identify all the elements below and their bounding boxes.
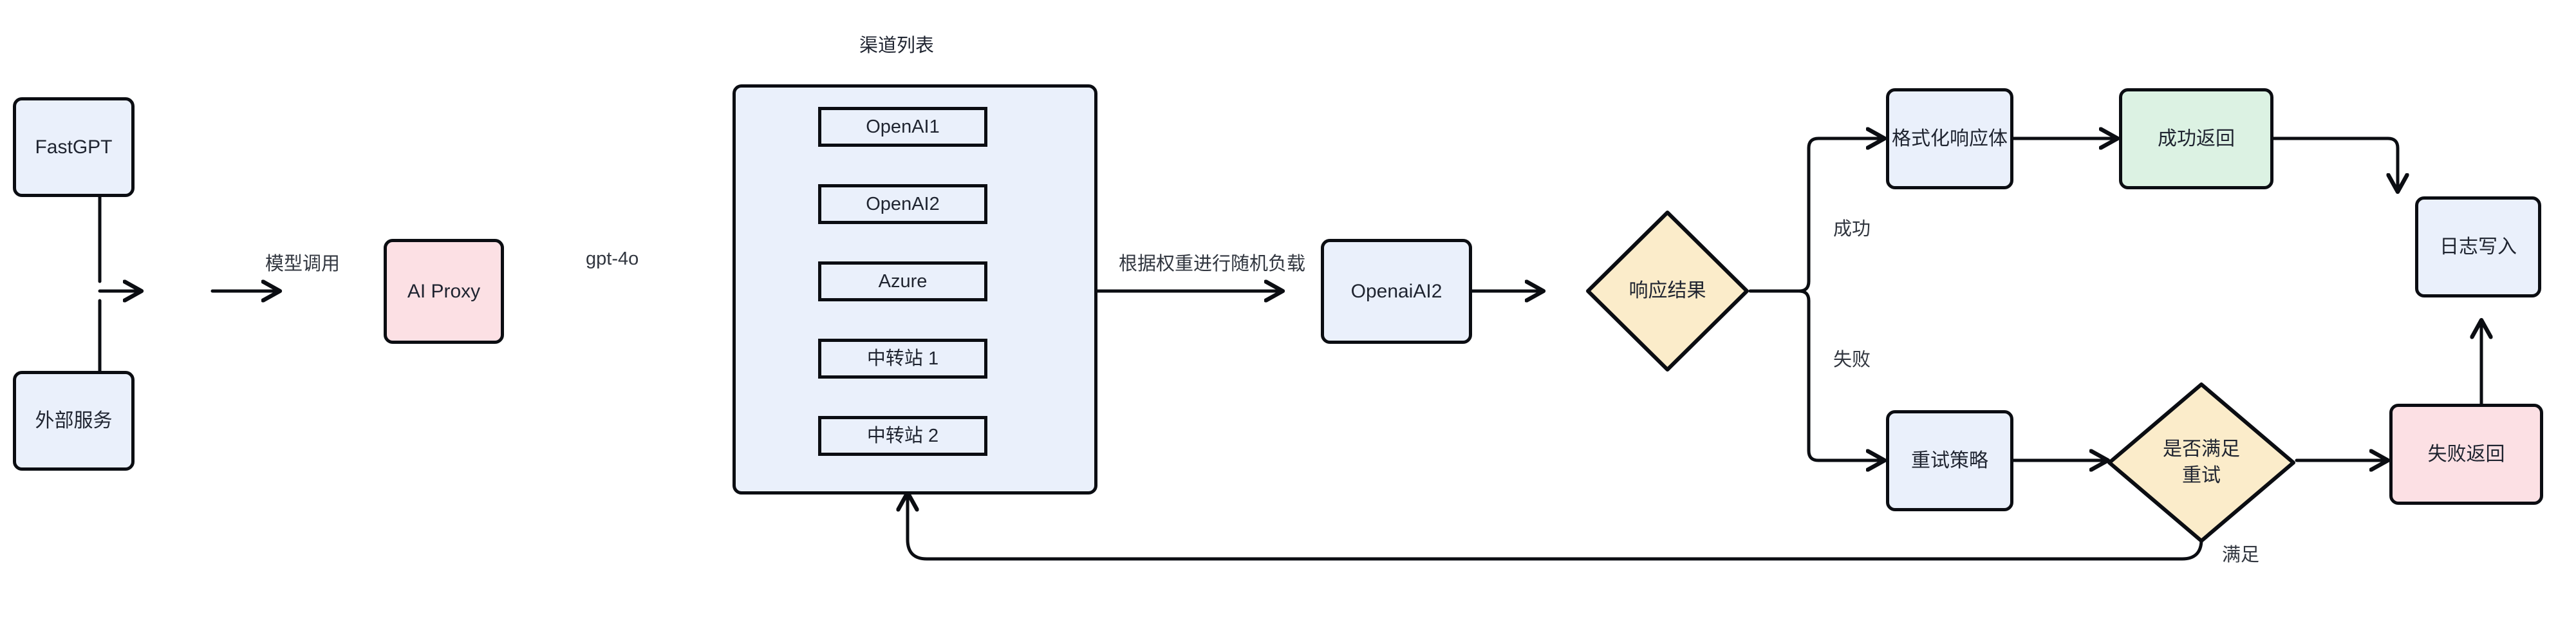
node-retry-strategy[interactable]: 重试策略 <box>1886 410 2013 511</box>
node-log-write-label: 日志写入 <box>2440 236 2517 258</box>
edge-label-model-name: gpt-4o <box>586 249 639 269</box>
channel-item-openai2[interactable]: OpenAI2 <box>818 184 987 224</box>
node-fastgpt[interactable]: FastGPT <box>13 97 135 197</box>
node-response-result[interactable]: 响应结果 <box>1585 209 1750 373</box>
edge-label-success: 成功 <box>1833 219 1871 240</box>
node-retry-condition-label: 是否满足 重试 <box>2163 438 2240 486</box>
node-retry-condition[interactable]: 是否满足 重试 <box>2106 381 2297 544</box>
edge-label-weighted-random-load: 根据权重进行随机负载 <box>1119 254 1306 274</box>
node-success-return-label: 成功返回 <box>2158 127 2235 149</box>
edge-label-model-call: 模型调用 <box>265 254 341 274</box>
channel-item-label: OpenAI1 <box>866 116 940 137</box>
node-selected-channel[interactable]: OpenaiAI2 <box>1321 239 1472 344</box>
edge-label-failure: 失败 <box>1833 350 1871 370</box>
node-fastgpt-label: FastGPT <box>35 136 113 158</box>
diamond-shape <box>2107 382 2295 543</box>
node-success-return[interactable]: 成功返回 <box>2119 88 2273 189</box>
node-ai-proxy[interactable]: AI Proxy <box>384 239 504 344</box>
node-external-service[interactable]: 外部服务 <box>13 371 135 471</box>
edge-label-satisfied: 满足 <box>2222 545 2260 565</box>
channel-item-label: 中转站 2 <box>866 425 939 446</box>
node-ai-proxy-label: AI Proxy <box>407 280 481 302</box>
channel-item-label: 中转站 1 <box>866 348 939 369</box>
node-fail-return-label: 失败返回 <box>2427 443 2505 465</box>
node-response-result-label: 响应结果 <box>1629 279 1706 301</box>
node-selected-channel-label: OpenaiAI2 <box>1350 280 1442 302</box>
node-external-service-label: 外部服务 <box>35 410 113 431</box>
edge-success-to-log <box>2272 137 2398 190</box>
channel-item-azure[interactable]: Azure <box>818 261 987 301</box>
node-fail-return[interactable]: 失败返回 <box>2389 404 2543 505</box>
channel-item-label: Azure <box>878 270 928 292</box>
channel-list-group: OpenAI1 OpenAI2 Azure 中转站 1 中转站 2 <box>733 84 1097 495</box>
edge-failure-branch <box>1797 289 1883 460</box>
channel-item-openai1[interactable]: OpenAI1 <box>818 107 987 147</box>
channel-list-title: 渠道列表 <box>859 35 935 56</box>
channel-item-relay-2[interactable]: 中转站 2 <box>818 416 987 456</box>
node-retry-strategy-label: 重试策略 <box>1911 449 1988 471</box>
diamond-shape <box>1586 211 1749 372</box>
node-format-response-body[interactable]: 格式化响应体 <box>1886 88 2013 189</box>
channel-item-label: OpenAI2 <box>866 193 940 214</box>
channel-item-relay-1[interactable]: 中转站 1 <box>818 339 987 379</box>
node-format-response-body-label: 格式化响应体 <box>1892 127 2008 149</box>
node-log-write[interactable]: 日志写入 <box>2415 196 2541 297</box>
